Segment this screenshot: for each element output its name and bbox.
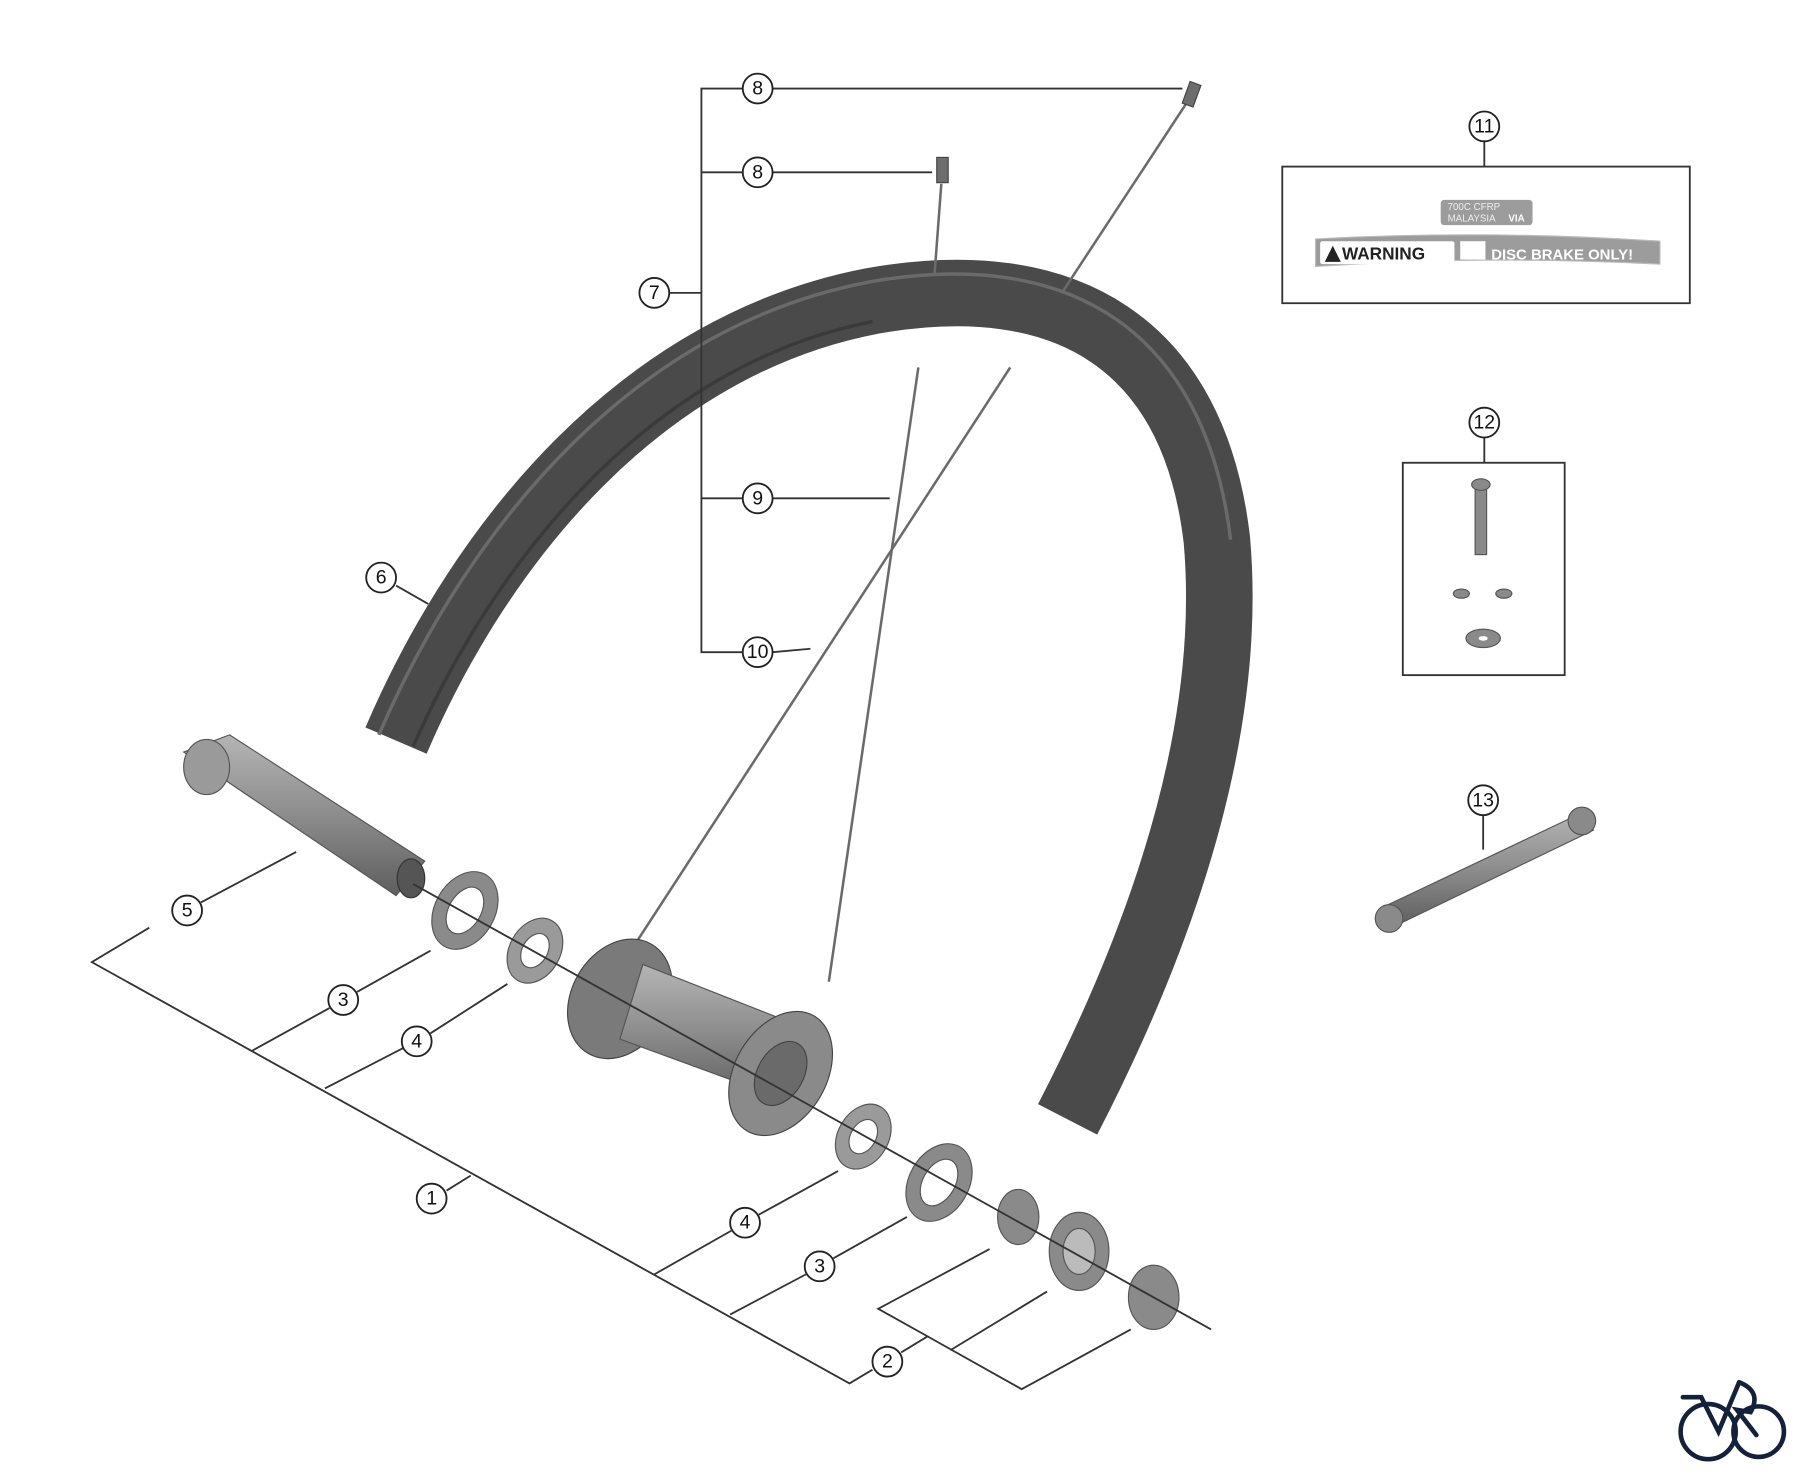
svg-text:5: 5 [182, 899, 193, 921]
svg-text:4: 4 [411, 1030, 422, 1052]
callout-9: 9 [741, 482, 774, 515]
hub-1 [566, 938, 834, 1137]
info-book-icon [1460, 241, 1486, 260]
svg-text:12: 12 [1473, 412, 1495, 434]
callout-4-left: 4 [400, 1025, 433, 1058]
axle-5 [182, 734, 426, 899]
callout-11: 11 [1468, 110, 1501, 143]
callout-6: 6 [365, 561, 397, 594]
svg-text:8: 8 [752, 161, 763, 183]
bicycle-logo-icon [1678, 1379, 1787, 1462]
decal-line2: MALAYSIA [1448, 214, 1497, 225]
callout-4-right: 4 [729, 1206, 761, 1239]
callout-8-top: 8 [741, 72, 774, 105]
bearing-4-right [834, 1103, 892, 1170]
decal-line1: 700C CFRP [1448, 202, 1501, 213]
decal-brand: VIA [1508, 214, 1524, 225]
svg-text:11: 11 [1474, 115, 1494, 137]
svg-text:1: 1 [426, 1188, 437, 1210]
svg-text:3: 3 [338, 989, 349, 1011]
callout-2: 2 [871, 1345, 904, 1378]
callout-5: 5 [171, 894, 203, 927]
callout-7: 7 [638, 277, 671, 309]
callout-13: 13 [1467, 784, 1500, 817]
dust-cap-3-right [905, 1143, 973, 1222]
callout-12: 12 [1468, 406, 1501, 439]
svg-text:9: 9 [752, 487, 763, 509]
decal-box-11: 700C CFRP MALAYSIA VIA WARNING DISC BRAK… [1281, 165, 1691, 305]
dust-cap-3 [431, 871, 499, 950]
leader-lines [90, 87, 1486, 1391]
spokes [624, 91, 1195, 982]
callout-8: 8 [741, 156, 774, 189]
warning-triangle-icon [1324, 245, 1341, 262]
valve-box-12 [1401, 461, 1566, 677]
svg-text:8: 8 [752, 78, 763, 100]
svg-text:3: 3 [814, 1255, 825, 1277]
spoke-nipple-8 [936, 80, 1202, 184]
svg-text:13: 13 [1472, 789, 1494, 811]
bearing-4 [506, 917, 564, 984]
spoke-wrench-13 [1374, 806, 1597, 933]
end-caps-2 [412, 883, 1212, 1331]
svg-text:2: 2 [882, 1351, 893, 1373]
svg-text:6: 6 [376, 567, 387, 589]
callout-3-left: 3 [327, 984, 360, 1016]
callout-3-right: 3 [803, 1250, 836, 1283]
decal-disc: DISC BRAKE ONLY! [1491, 247, 1633, 264]
callout-1: 1 [415, 1182, 448, 1215]
svg-text:4: 4 [740, 1212, 751, 1234]
decal-warning: WARNING [1342, 244, 1425, 264]
svg-text:7: 7 [649, 282, 660, 304]
svg-text:10: 10 [747, 641, 769, 663]
callout-10: 10 [741, 636, 774, 669]
rim [365, 259, 1253, 1135]
